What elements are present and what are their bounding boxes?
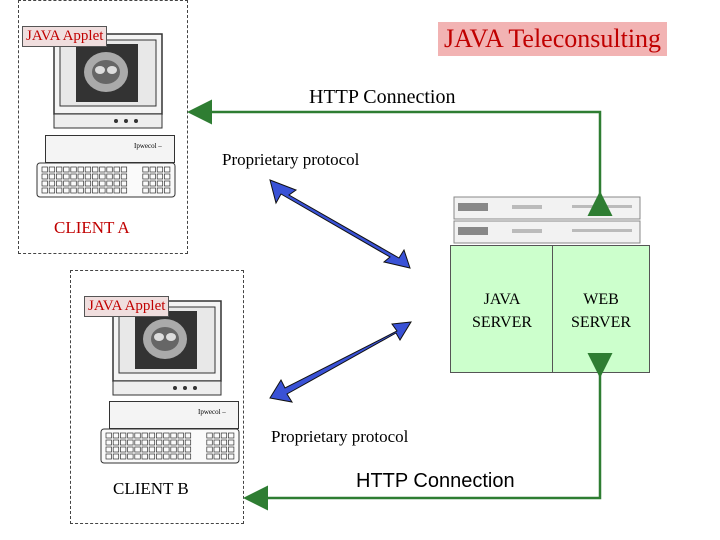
client-a-keyboard-icon	[36, 162, 177, 199]
client-b-keyboard-icon	[100, 428, 241, 465]
http-top-arrow	[187, 99, 613, 216]
proprietary-bottom-arrow	[269, 321, 412, 403]
client-a-applet-label: JAVA Applet	[22, 26, 108, 47]
client-b-applet-label: JAVA Applet	[84, 296, 170, 317]
client-b-frame: Ipwecol –	[70, 270, 244, 524]
java-server-label: JAVA SERVER	[471, 291, 533, 331]
client-b-label: CLIENT B	[113, 479, 189, 498]
client-a-brand-label: Ipwecol –	[134, 142, 162, 150]
page-title: JAVA Teleconsulting	[438, 22, 668, 56]
client-a-monitor-icon	[53, 33, 164, 129]
proprietary-top-arrow	[269, 179, 411, 269]
client-b-brand-label: Ipwecol –	[198, 408, 226, 416]
web-server-label: WEB SERVER	[570, 291, 632, 331]
client-a-label: CLIENT A	[54, 218, 130, 237]
web-server-box: WEB SERVER	[552, 245, 650, 373]
http-bottom-arrow	[243, 353, 613, 511]
client-b-monitor-icon	[112, 300, 223, 396]
client-b-cpu-icon: Ipwecol –	[109, 401, 239, 429]
